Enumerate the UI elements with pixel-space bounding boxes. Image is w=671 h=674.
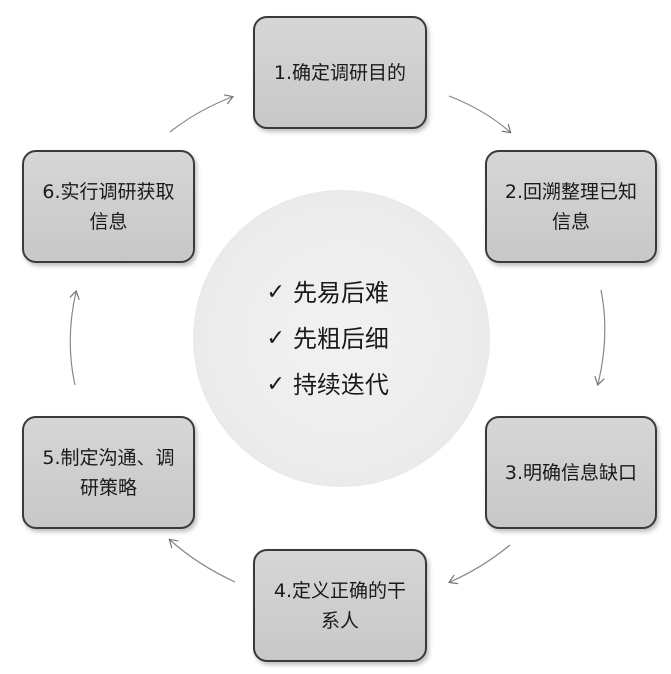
arrow-step4-to-step5 [170,540,236,583]
step-5-label: 5.制定沟通、调研策略 [42,446,175,499]
check-icon: ✓ [266,371,285,397]
step-6-label: 6.实行调研获取信息 [42,180,175,233]
step-2-box: 2.回溯整理已知信息 [485,150,657,263]
arrow-step2-to-step3 [598,289,606,384]
principle-label: 持续迭代 [292,370,389,399]
arrow-step6-to-step1 [169,97,232,133]
step-4-label: 4.定义正确的干系人 [273,579,407,632]
step-5-box: 5.制定沟通、调研策略 [22,416,195,529]
center-circle [193,190,490,487]
arrow-step3-to-step4 [450,544,511,582]
step-1-label: 1.确定调研目的 [273,61,407,84]
step-2-label: 2.回溯整理已知信息 [504,180,638,233]
step-3-box: 3.明确信息缺口 [485,416,657,529]
principles-list: ✓ 先易后难 ✓ 先粗后细 ✓ 持续迭代 [193,190,490,487]
step-1-box: 1.确定调研目的 [253,16,427,129]
arrow-step1-to-step2 [448,95,510,132]
step-4-box: 4.定义正确的干系人 [253,549,427,662]
step-6-box: 6.实行调研获取信息 [22,150,195,263]
check-icon: ✓ [266,279,285,305]
principle-label: 先易后难 [292,278,389,307]
step-3-label: 3.明确信息缺口 [504,461,638,484]
principle-label: 先粗后细 [292,324,389,353]
check-icon: ✓ [266,325,285,351]
principle-item: ✓ 先易后难 [267,275,417,311]
principle-item: ✓ 持续迭代 [267,367,417,403]
principle-item: ✓ 先粗后细 [267,321,417,357]
arrow-step5-to-step6 [70,292,76,386]
